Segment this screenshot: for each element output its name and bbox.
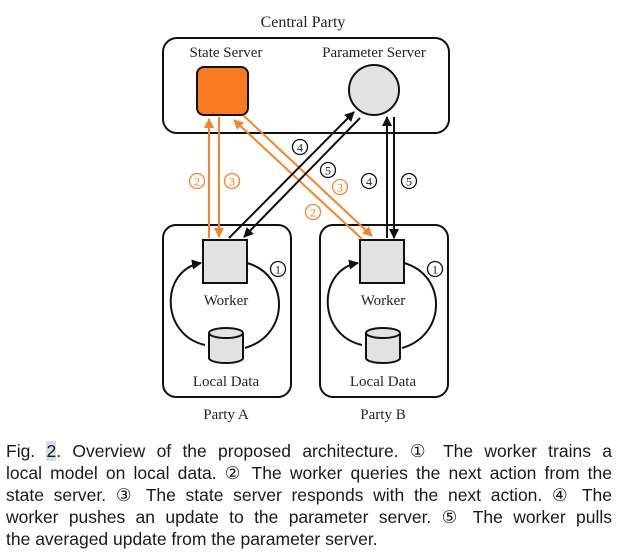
train-loop-arrow-a [169, 259, 206, 346]
step-4-marker-a [291, 138, 309, 156]
database-icon-a [208, 327, 244, 364]
worker-a-node [202, 239, 248, 284]
step-3-marker-a [223, 172, 241, 190]
database-icon-b [365, 327, 401, 364]
caption-line-3: state server. ③ The state server respond… [6, 485, 612, 505]
step-1-marker-b [426, 260, 444, 278]
party-b-label: Party B [360, 407, 405, 423]
step-1-marker-a [269, 260, 287, 278]
step-5-label-b: 5 [406, 175, 412, 189]
caption-line-5: the averaged update from the parameter s… [6, 529, 378, 549]
push-arrow-a [228, 111, 355, 239]
query-arrow-b [233, 119, 363, 240]
figure-caption: Fig. 2. Overview of the proposed archite… [6, 440, 612, 550]
step-4-label-b: 4 [366, 175, 372, 189]
step-1-label-b: 1 [432, 263, 438, 277]
train-loop-arc-a [244, 262, 280, 349]
caption-line-1: Fig. 2. Overview of the proposed archite… [6, 440, 612, 462]
fig-number: 2 [46, 441, 57, 461]
worker-b-node [359, 239, 405, 284]
train-loop-arc-b [401, 262, 437, 349]
step-5-marker-b [400, 172, 418, 190]
worker-a-label: Worker [204, 293, 249, 309]
parameter-server-node [348, 64, 400, 116]
central-party-box [162, 37, 450, 134]
train-loop-arrow-b [326, 259, 363, 346]
state-server-node [196, 66, 249, 116]
step-2-marker-b [304, 203, 322, 221]
local-data-b-label: Local Data [350, 374, 417, 390]
pull-arrow-a [243, 117, 361, 238]
step-5-marker-a [319, 161, 337, 179]
caption-text: . Overview of the proposed architecture.… [56, 441, 612, 461]
response-arrow-b [243, 115, 373, 237]
step-2-label-a: 2 [194, 175, 200, 189]
step-1-label-a: 1 [275, 263, 281, 277]
step-4-label-a: 4 [297, 141, 303, 155]
step-4-marker-b [360, 172, 378, 190]
caption-line-4: worker pushes an update to the parameter… [6, 507, 612, 527]
state-server-label: State Server [190, 45, 263, 61]
party-b-box [319, 224, 449, 398]
caption-line-2: local model on local data. ② The worker … [6, 463, 612, 483]
step-3-label-b: 3 [337, 181, 343, 195]
worker-b-label: Worker [361, 293, 406, 309]
step-2-marker-a [188, 172, 206, 190]
step-3-marker-b [331, 178, 349, 196]
central-party-title: Central Party [261, 14, 346, 31]
local-data-a-label: Local Data [193, 374, 260, 390]
step-2-label-b: 2 [310, 206, 316, 220]
party-a-box [162, 224, 292, 398]
step-3-label-a: 3 [229, 175, 235, 189]
party-a-label: Party A [203, 407, 249, 423]
fig-label: Fig. [6, 441, 36, 461]
parameter-server-label: Parameter Server [322, 45, 426, 61]
step-5-label-a: 5 [325, 164, 331, 178]
architecture-diagram: Central Party State Server Parameter Ser… [162, 14, 450, 423]
